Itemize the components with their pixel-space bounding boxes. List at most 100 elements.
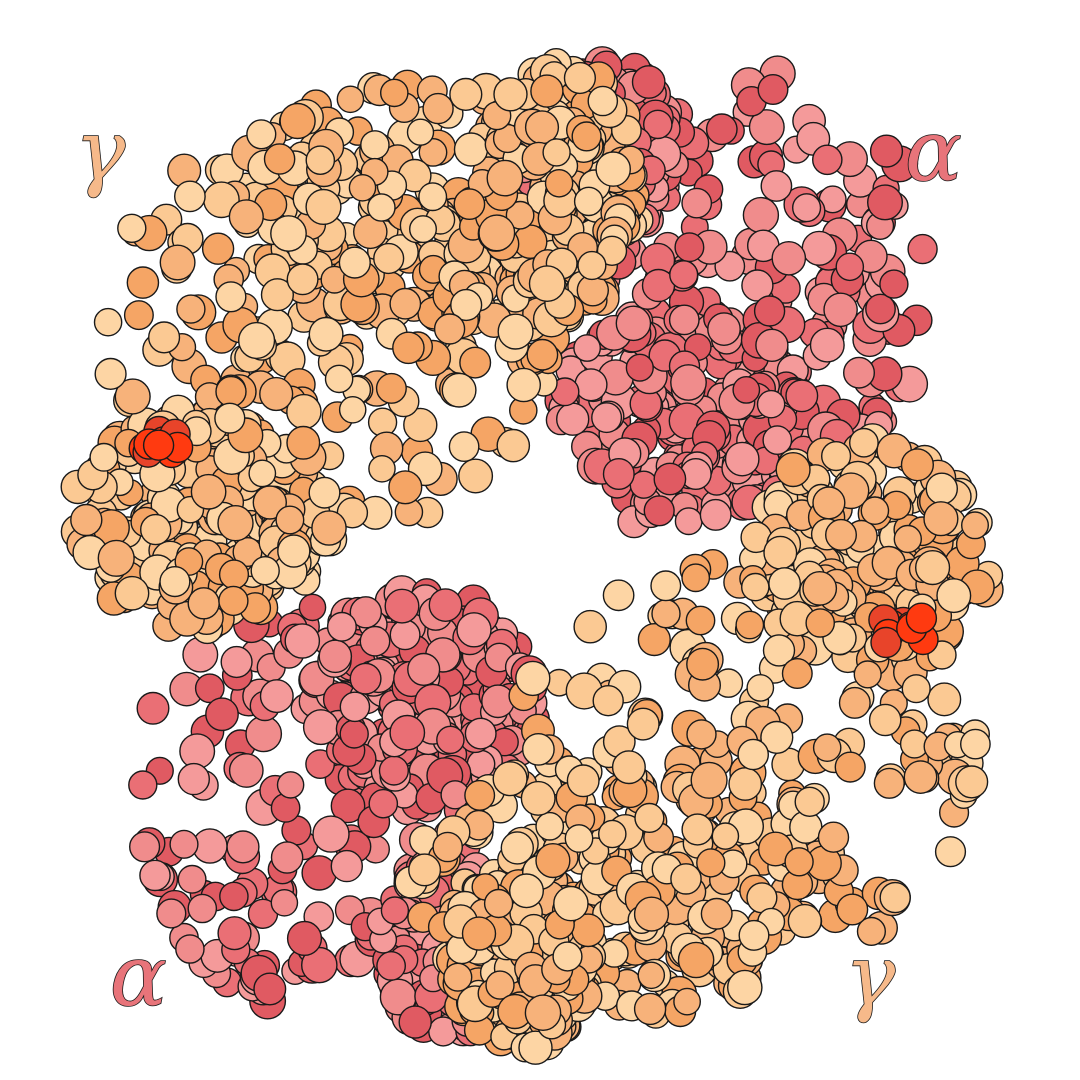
gamma-chain-atom: [900, 448, 934, 482]
gamma-chain-atom: [673, 987, 701, 1016]
gamma-chain-atom: [903, 760, 938, 794]
alpha-chain-atom: [574, 368, 608, 402]
gamma-chain-atom: [252, 485, 287, 520]
gamma-chain-atom: [530, 74, 564, 108]
alpha-chain-atom: [376, 951, 406, 981]
alpha-chain-atom: [643, 495, 675, 527]
gamma-chain-atom: [348, 173, 377, 202]
alpha-chain-atom: [305, 749, 335, 779]
gamma-chain-atom: [148, 321, 181, 354]
gamma-chain-atom: [535, 842, 571, 879]
alpha-chain-atom: [330, 849, 363, 883]
alpha-chain-atom: [615, 305, 652, 342]
alpha-chain-atom: [398, 1005, 432, 1039]
gamma-chain-atom: [478, 214, 516, 252]
gamma-chain-atom: [308, 476, 341, 509]
alpha-chain-atom: [602, 458, 635, 491]
alpha-chain-atom: [812, 144, 843, 176]
alpha-chain-atom: [753, 295, 786, 327]
gamma-chain-atom: [126, 266, 160, 299]
gamma-chain-atom: [587, 85, 619, 117]
alpha-chain-atom: [312, 815, 350, 853]
gamma-chain-atom: [461, 916, 497, 951]
gamma-chain-atom: [123, 300, 154, 331]
gamma-chain-atom: [418, 182, 448, 212]
alpha-chain-atom: [276, 771, 305, 799]
gamma-chain-atom: [248, 459, 277, 488]
alpha-chain-atom: [270, 793, 301, 823]
gamma-chain-atom: [633, 992, 667, 1026]
gamma-chain-atom: [190, 473, 227, 510]
gamma-chain-atom: [735, 610, 765, 640]
alpha-chain-atom: [205, 697, 239, 732]
alpha-chain-atom: [869, 134, 904, 168]
gamma-chain-atom: [259, 376, 294, 412]
gamma-chain-atom: [311, 510, 347, 546]
gamma-chain-atom: [493, 77, 528, 112]
alpha-chain-atom: [368, 788, 399, 819]
gamma-chain-atom: [450, 288, 483, 322]
alpha-chain-atom: [175, 934, 205, 964]
gamma-chain-atom: [762, 634, 796, 667]
gamma-chain-atom: [592, 685, 624, 717]
gamma-chain-atom: [449, 77, 483, 111]
gamma-chain-atom: [637, 961, 666, 990]
alpha-chain-atom: [129, 831, 161, 863]
gamma-chain-atom: [458, 458, 494, 494]
alpha-chain-atom: [226, 830, 260, 864]
gamma-chain-atom: [201, 232, 235, 265]
gamma-chain-atom: [94, 357, 127, 390]
gamma-chain-atom: [834, 751, 866, 783]
gamma-chain-atom: [711, 822, 740, 850]
alpha-chain-atom: [298, 593, 327, 622]
label-gamma-top-left: γ: [75, 102, 126, 200]
gamma-chain-atom: [686, 719, 717, 750]
gamma-chain-atom: [238, 321, 276, 360]
gamma-chain-atom: [483, 888, 514, 919]
gamma-chain-atom: [409, 215, 438, 244]
gamma-chain-atom: [817, 821, 850, 853]
gamma-chain-atom: [637, 622, 671, 657]
alpha-chain-atom: [436, 725, 465, 755]
gamma-chain-atom: [960, 728, 991, 760]
gamma-chain-atom: [492, 761, 528, 797]
gamma-chain-atom: [497, 313, 534, 350]
alpha-chain-atom: [801, 230, 837, 266]
gamma-chain-atom: [577, 250, 607, 281]
gamma-chain-atom: [485, 970, 515, 1000]
gamma-chain-atom: [375, 372, 407, 404]
gamma-chain-atom: [784, 847, 814, 877]
alpha-chain-atom: [245, 715, 283, 753]
gamma-chain-atom: [670, 863, 702, 895]
alpha-chain-atom: [128, 770, 158, 800]
alpha-chain-atom: [378, 755, 409, 786]
gamma-chain-atom: [727, 969, 763, 1006]
alpha-chain-atom: [259, 679, 294, 714]
heme-group: [905, 602, 938, 634]
alpha-chain-atom: [270, 889, 299, 917]
gamma-chain-atom: [277, 534, 311, 568]
gamma-chain-atom: [914, 549, 951, 586]
gamma-chain-atom: [379, 78, 409, 108]
gamma-chain-atom: [515, 660, 551, 697]
alpha-chain-atom: [428, 588, 463, 622]
gamma-chain-atom: [923, 501, 959, 537]
alpha-chain-atom: [481, 684, 515, 719]
label-gamma-bottom-right: γ: [845, 927, 896, 1025]
gamma-chain-atom: [286, 263, 319, 296]
gamma-chain-atom: [338, 395, 367, 424]
gamma-chain-atom: [700, 897, 733, 930]
gamma-chain-atom: [602, 579, 635, 612]
gamma-chain-atom: [626, 707, 660, 741]
alpha-chain-atom: [318, 639, 353, 674]
gamma-chain-atom: [741, 572, 770, 602]
gamma-chain-atom: [159, 244, 196, 281]
gamma-chain-atom: [596, 235, 628, 267]
gamma-chain-atom: [566, 764, 600, 798]
gamma-chain-atom: [509, 873, 545, 909]
gamma-chain-atom: [373, 242, 405, 275]
gamma-chain-atom: [218, 559, 250, 590]
gamma-chain-atom: [93, 307, 123, 337]
gamma-chain-atom: [526, 338, 559, 371]
gamma-chain-atom: [360, 130, 390, 160]
